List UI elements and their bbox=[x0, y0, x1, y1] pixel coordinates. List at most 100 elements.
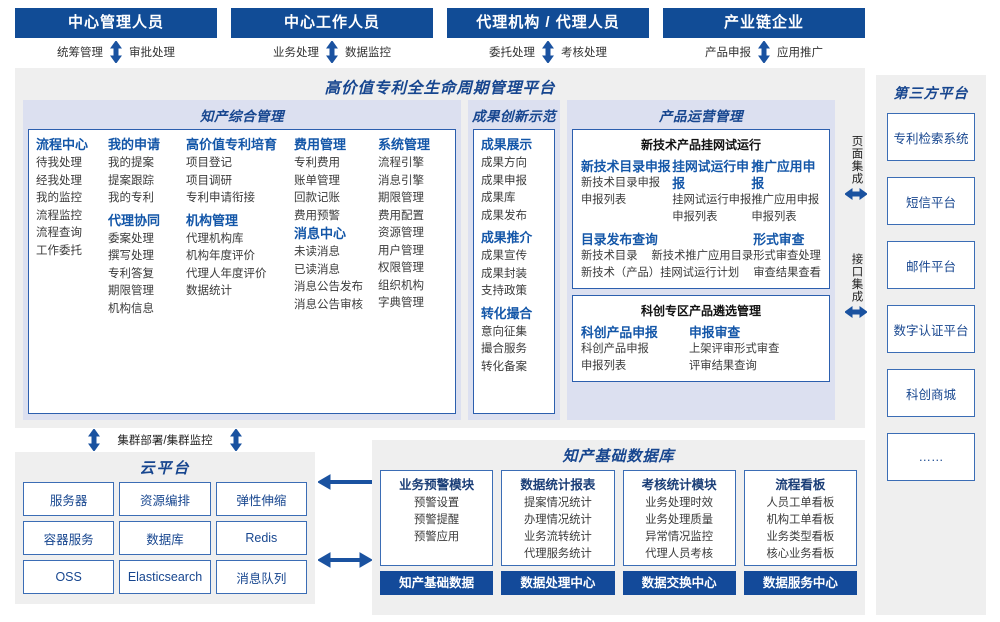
menu-item[interactable]: 消息公告发布 bbox=[294, 281, 363, 293]
database-item[interactable]: 机构工单看板 bbox=[766, 514, 835, 526]
menu-item[interactable]: 流程监控 bbox=[36, 209, 82, 222]
menu-item[interactable]: 成果发布 bbox=[481, 209, 527, 222]
third-party-item-more[interactable]: …… bbox=[887, 433, 975, 481]
database-item[interactable]: 预警提醒 bbox=[414, 514, 460, 526]
menu-item[interactable]: 转化备案 bbox=[481, 360, 527, 373]
menu-item[interactable]: 新技术（产品）挂网试运行计划 bbox=[581, 267, 740, 279]
menu-item[interactable]: 申报列表 bbox=[581, 360, 627, 372]
cloud-cell-database[interactable]: 数据库 bbox=[119, 521, 211, 555]
menu-item[interactable]: 审查结果查看 bbox=[753, 267, 821, 279]
group-body: 成果展示 成果方向 成果申报 成果库 成果发布 成果推介 成果宣传 成果封装 支… bbox=[473, 129, 555, 414]
menu-item[interactable]: 支持政策 bbox=[481, 285, 527, 297]
cloud-cell-container[interactable]: 容器服务 bbox=[23, 521, 115, 555]
third-party-item-sms[interactable]: 短信平台 bbox=[887, 177, 975, 225]
menu-item[interactable]: 消息引擎 bbox=[378, 174, 424, 187]
database-item[interactable]: 提案情况统计 bbox=[523, 497, 592, 509]
menu-item[interactable]: 申报列表 bbox=[672, 211, 718, 223]
menu-item[interactable]: 专利费用 bbox=[294, 157, 340, 169]
menu-item[interactable]: 成果封装 bbox=[481, 267, 527, 280]
cloud-cell-autoscaling[interactable]: 弹性伸缩 bbox=[215, 482, 307, 516]
database-item[interactable]: 人员工单看板 bbox=[766, 497, 835, 509]
menu-item[interactable]: 工作委托 bbox=[36, 244, 82, 257]
menu-item[interactable]: 推广应用申报 bbox=[751, 194, 820, 206]
database-item[interactable]: 预警应用 bbox=[414, 531, 460, 543]
database-item[interactable]: 业务流转统计 bbox=[523, 531, 592, 543]
menu-item[interactable]: 费用配置 bbox=[378, 209, 424, 222]
menu-item[interactable]: 代理人年度评价 bbox=[186, 267, 267, 280]
database-item[interactable]: 代理服务统计 bbox=[523, 548, 592, 560]
menu-item[interactable]: 我的专利 bbox=[108, 192, 154, 204]
database-item[interactable]: 业务处理质量 bbox=[645, 514, 714, 526]
database-item[interactable]: 代理人员考核 bbox=[645, 548, 714, 560]
menu-item[interactable]: 资源管理 bbox=[378, 227, 424, 239]
menu-item[interactable]: 成果宣传 bbox=[481, 250, 527, 262]
menu-item[interactable]: 回款记账 bbox=[294, 192, 340, 204]
database-item[interactable]: 办理情况统计 bbox=[523, 514, 592, 526]
menu-item[interactable]: 经我处理 bbox=[36, 174, 82, 187]
database-item[interactable]: 核心业务看板 bbox=[766, 548, 835, 560]
menu-item[interactable]: 申报列表 bbox=[581, 194, 627, 206]
menu-item[interactable]: 上架评审形式审查 bbox=[688, 343, 780, 355]
menu-item[interactable]: 期限管理 bbox=[108, 285, 154, 297]
third-party-item-patent-search[interactable]: 专利检索系统 bbox=[887, 113, 975, 161]
menu-item[interactable]: 字典管理 bbox=[378, 297, 424, 309]
menu-item[interactable]: 流程引擎 bbox=[378, 157, 424, 169]
menu-item[interactable]: 撮合服务 bbox=[481, 343, 527, 355]
cloud-cell-message-queue[interactable]: 消息队列 bbox=[215, 560, 307, 594]
cloud-cell-elasticsearch[interactable]: Elasticsearch bbox=[119, 560, 211, 594]
menu-item[interactable]: 评审结果查询 bbox=[688, 360, 757, 372]
menu-item[interactable]: 消息公告审核 bbox=[294, 298, 363, 311]
database-footer-label[interactable]: 知产基础数据 bbox=[380, 571, 494, 595]
database-item[interactable]: 业务处理时效 bbox=[645, 497, 714, 509]
menu-item[interactable]: 成果申报 bbox=[481, 174, 527, 187]
menu-item[interactable]: 提案跟踪 bbox=[108, 174, 154, 187]
menu-item[interactable]: 项目登记 bbox=[186, 157, 232, 169]
menu-item[interactable]: 代理机构库 bbox=[186, 232, 244, 245]
cloud-cell-server[interactable]: 服务器 bbox=[23, 482, 115, 516]
third-party-item-kechuang-mall[interactable]: 科创商城 bbox=[887, 369, 975, 417]
menu-column: 推广应用申报 推广应用申报 申报列表 bbox=[751, 158, 821, 226]
menu-item[interactable]: 期限管理 bbox=[378, 192, 424, 204]
menu-item[interactable]: 成果库 bbox=[481, 192, 516, 204]
menu-item[interactable]: 数据统计 bbox=[186, 285, 232, 297]
menu-item[interactable]: 专利申请衔接 bbox=[186, 192, 255, 204]
menu-item[interactable]: 用户管理 bbox=[378, 244, 424, 257]
menu-item[interactable]: 机构年度评价 bbox=[186, 250, 255, 262]
menu-item[interactable]: 申报列表 bbox=[751, 211, 797, 223]
menu-item[interactable]: 新技术推广应用目录 bbox=[651, 250, 754, 262]
menu-item[interactable]: 形式审查处理 bbox=[753, 250, 821, 262]
menu-item[interactable]: 新技术目录 bbox=[581, 250, 638, 262]
database-item[interactable]: 异常情况监控 bbox=[645, 531, 714, 543]
menu-item[interactable]: 科创产品申报 bbox=[581, 343, 649, 355]
menu-item[interactable]: 权限管理 bbox=[378, 262, 424, 274]
database-item[interactable]: 预警设置 bbox=[414, 497, 460, 509]
menu-item[interactable]: 撰写处理 bbox=[108, 250, 154, 262]
database-item[interactable]: 业务类型看板 bbox=[766, 531, 835, 543]
menu-item[interactable]: 项目调研 bbox=[186, 174, 232, 187]
database-footer-label[interactable]: 数据服务中心 bbox=[743, 571, 857, 595]
menu-item[interactable]: 流程查询 bbox=[36, 227, 82, 239]
menu-item[interactable]: 挂网试运行申报 bbox=[672, 194, 752, 206]
menu-item[interactable]: 专利答复 bbox=[108, 267, 154, 280]
menu-item[interactable]: 组织机构 bbox=[378, 279, 424, 292]
cloud-cell-redis[interactable]: Redis bbox=[215, 521, 307, 555]
menu-item[interactable]: 账单管理 bbox=[294, 174, 340, 187]
menu-item[interactable]: 未读消息 bbox=[294, 246, 340, 258]
menu-item[interactable]: 待我处理 bbox=[36, 157, 82, 169]
third-party-item-digital-cert[interactable]: 数字认证平台 bbox=[887, 305, 975, 353]
third-party-item-email[interactable]: 邮件平台 bbox=[887, 241, 975, 289]
database-footer-label[interactable]: 数据处理中心 bbox=[501, 571, 615, 595]
menu-item[interactable]: 我的监控 bbox=[36, 192, 82, 204]
menu-item[interactable]: 成果方向 bbox=[481, 157, 527, 169]
cloud-cell-oss[interactable]: OSS bbox=[23, 560, 115, 594]
menu-item[interactable]: 机构信息 bbox=[108, 302, 154, 315]
menu-item[interactable]: 意向征集 bbox=[481, 325, 527, 338]
database-footer-label[interactable]: 数据交换中心 bbox=[622, 571, 736, 595]
menu-item[interactable]: 我的提案 bbox=[108, 157, 154, 169]
subgroup-title: 新技术产品挂网试运行 bbox=[640, 138, 761, 152]
menu-item[interactable]: 费用预警 bbox=[294, 209, 340, 222]
menu-item[interactable]: 新技术目录申报 bbox=[581, 177, 661, 189]
cloud-cell-orchestration[interactable]: 资源编排 bbox=[119, 482, 211, 516]
menu-item[interactable]: 委案处理 bbox=[108, 232, 154, 245]
menu-item[interactable]: 已读消息 bbox=[294, 263, 340, 276]
